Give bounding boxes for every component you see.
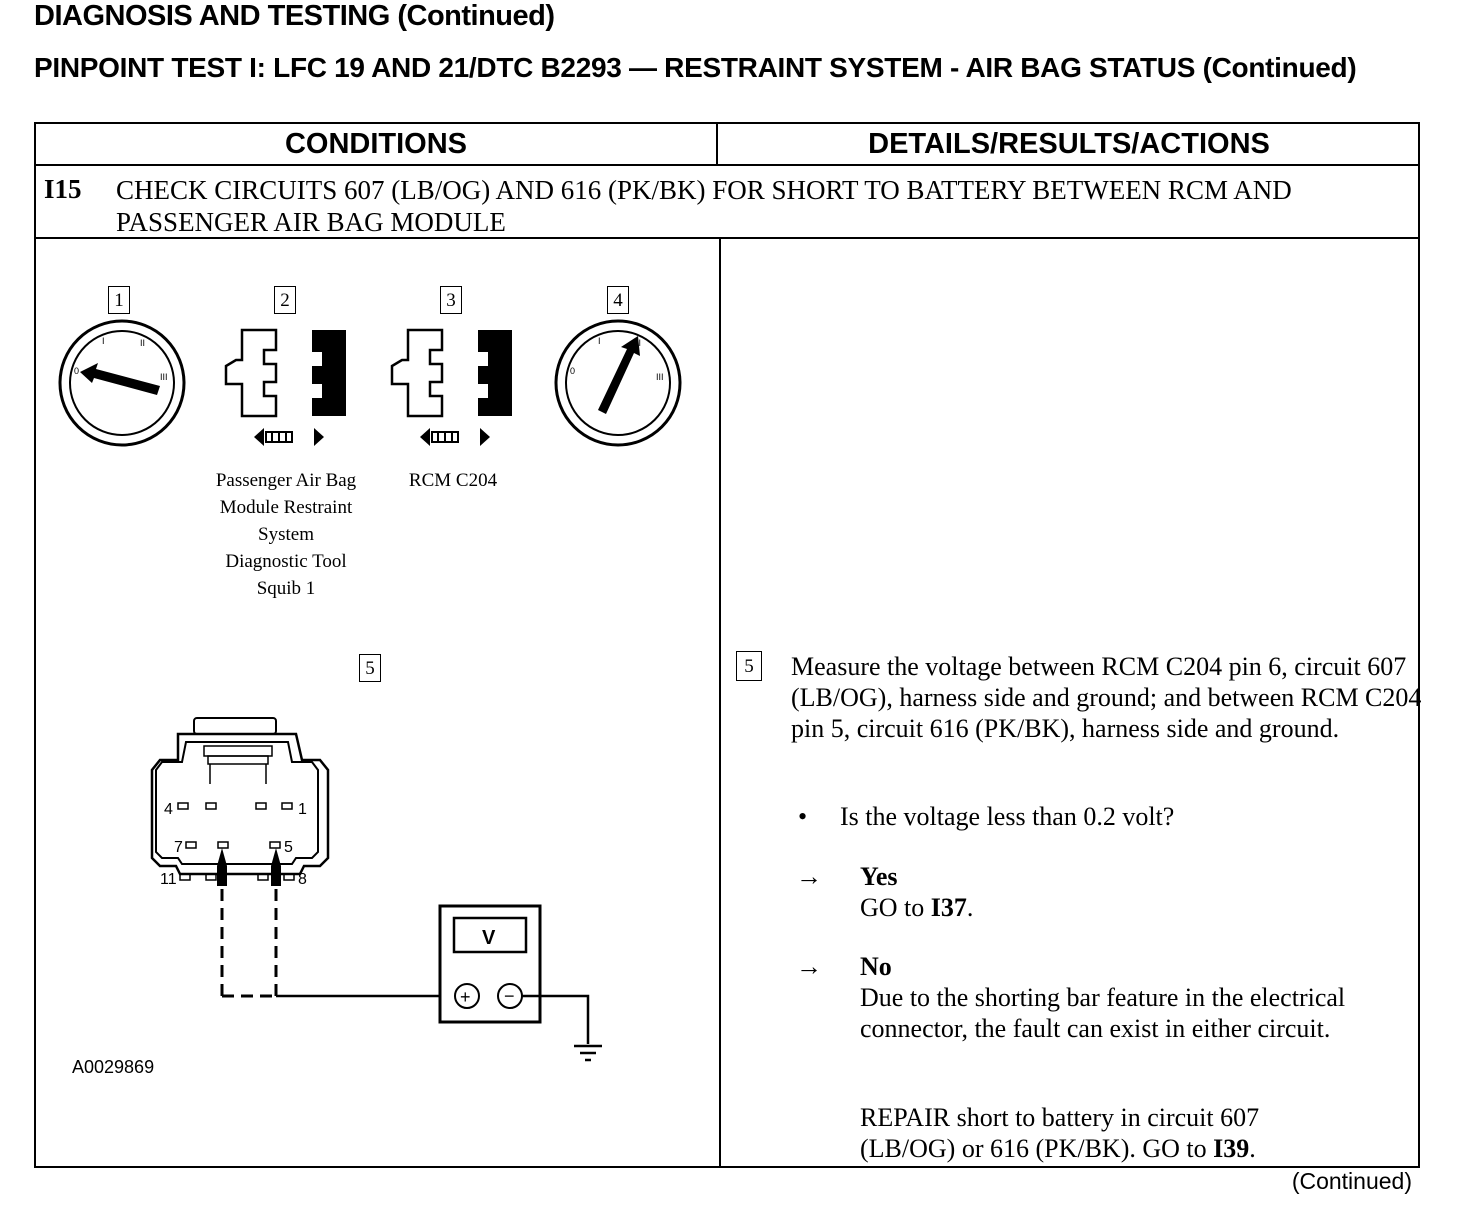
step-marker-4: 4 — [607, 286, 629, 314]
question-bullet: • — [798, 802, 808, 831]
pin-11: 11 — [160, 871, 177, 888]
ground-icon — [574, 1044, 602, 1062]
step-marker-5: 5 — [359, 654, 381, 682]
yes-label: Yes — [860, 862, 898, 891]
step-marker-3: 3 — [440, 286, 462, 314]
connector-disconnect-icon — [390, 328, 512, 446]
no-explanation: Due to the shorting bar feature in the e… — [860, 983, 1346, 1043]
ignition-switch-off-icon: 0 I II III — [58, 319, 186, 447]
ignition-mark-0b: 0 — [570, 366, 575, 376]
measure-instruction: Measure the voltage between RCM C204 pin… — [791, 652, 1422, 743]
header-divider — [36, 164, 1418, 166]
pin-5: 5 — [284, 839, 293, 856]
figure-code: A0029869 — [72, 1057, 155, 1077]
pinpoint-test-title: PINPOINT TEST I: LFC 19 AND 21/DTC B2293… — [34, 52, 1357, 83]
page-title: DIAGNOSIS AND TESTING (Continued) — [34, 0, 555, 32]
minus-terminal: − — [504, 986, 515, 1006]
yes-action: GO to I37. — [860, 893, 974, 922]
step-title: CHECK CIRCUITS 607 (LB/OG) AND 616 (PK/B… — [116, 175, 1292, 237]
column-divider-top — [716, 124, 718, 166]
caption-rcm-c204: RCM C204 — [408, 470, 498, 491]
ignition-mark-1b: I — [598, 336, 601, 346]
question-text: Is the voltage less than 0.2 volt? — [840, 802, 1175, 831]
pin-8: 8 — [298, 871, 307, 888]
repair-action: REPAIR short to battery in circuit 607 (… — [860, 1103, 1260, 1163]
meter-label: V — [482, 927, 496, 949]
caption-passenger-air-bag-tool: Passenger Air Bag Module Restraint Syste… — [215, 470, 357, 599]
step-divider — [36, 237, 1418, 239]
conditions-header: CONDITIONS — [284, 128, 468, 160]
pin-7: 7 — [174, 839, 183, 856]
details-step-marker-5: 5 — [736, 651, 762, 681]
ignition-switch-run-icon: 0 I II III — [554, 319, 682, 447]
plus-terminal: + — [460, 987, 471, 1007]
step-id: I15 — [44, 174, 82, 204]
no-label: No — [860, 952, 892, 981]
pin-1: 1 — [298, 801, 307, 818]
ignition-mark-3b: III — [656, 372, 664, 382]
rcm-c204-connector-face-icon: 4 1 7 5 11 8 — [150, 717, 330, 888]
yes-arrow-icon: → — [796, 862, 822, 891]
connector-disconnect-icon — [224, 328, 346, 446]
column-divider — [719, 237, 721, 1166]
pin-4: 4 — [164, 801, 173, 818]
procedure-table: CONDITIONS DETAILS/RESULTS/ACTIONS I15 C… — [34, 122, 1421, 1168]
ignition-mark-1: I — [102, 336, 105, 346]
step-marker-2: 2 — [274, 286, 296, 314]
no-arrow-icon: → — [796, 952, 822, 981]
diagnostic-figure: 0 I II III 0 I II III — [58, 319, 682, 1062]
ignition-mark-3: III — [160, 372, 168, 382]
continued-footer: (Continued) — [1291, 1168, 1412, 1194]
details-header: DETAILS/RESULTS/ACTIONS — [868, 128, 1270, 160]
ignition-mark-2: II — [140, 338, 145, 348]
step-marker-1: 1 — [108, 286, 130, 314]
ignition-mark-2b: II — [636, 338, 641, 348]
voltmeter-icon: V + − — [438, 904, 542, 1024]
ignition-mark-0: 0 — [74, 366, 79, 376]
